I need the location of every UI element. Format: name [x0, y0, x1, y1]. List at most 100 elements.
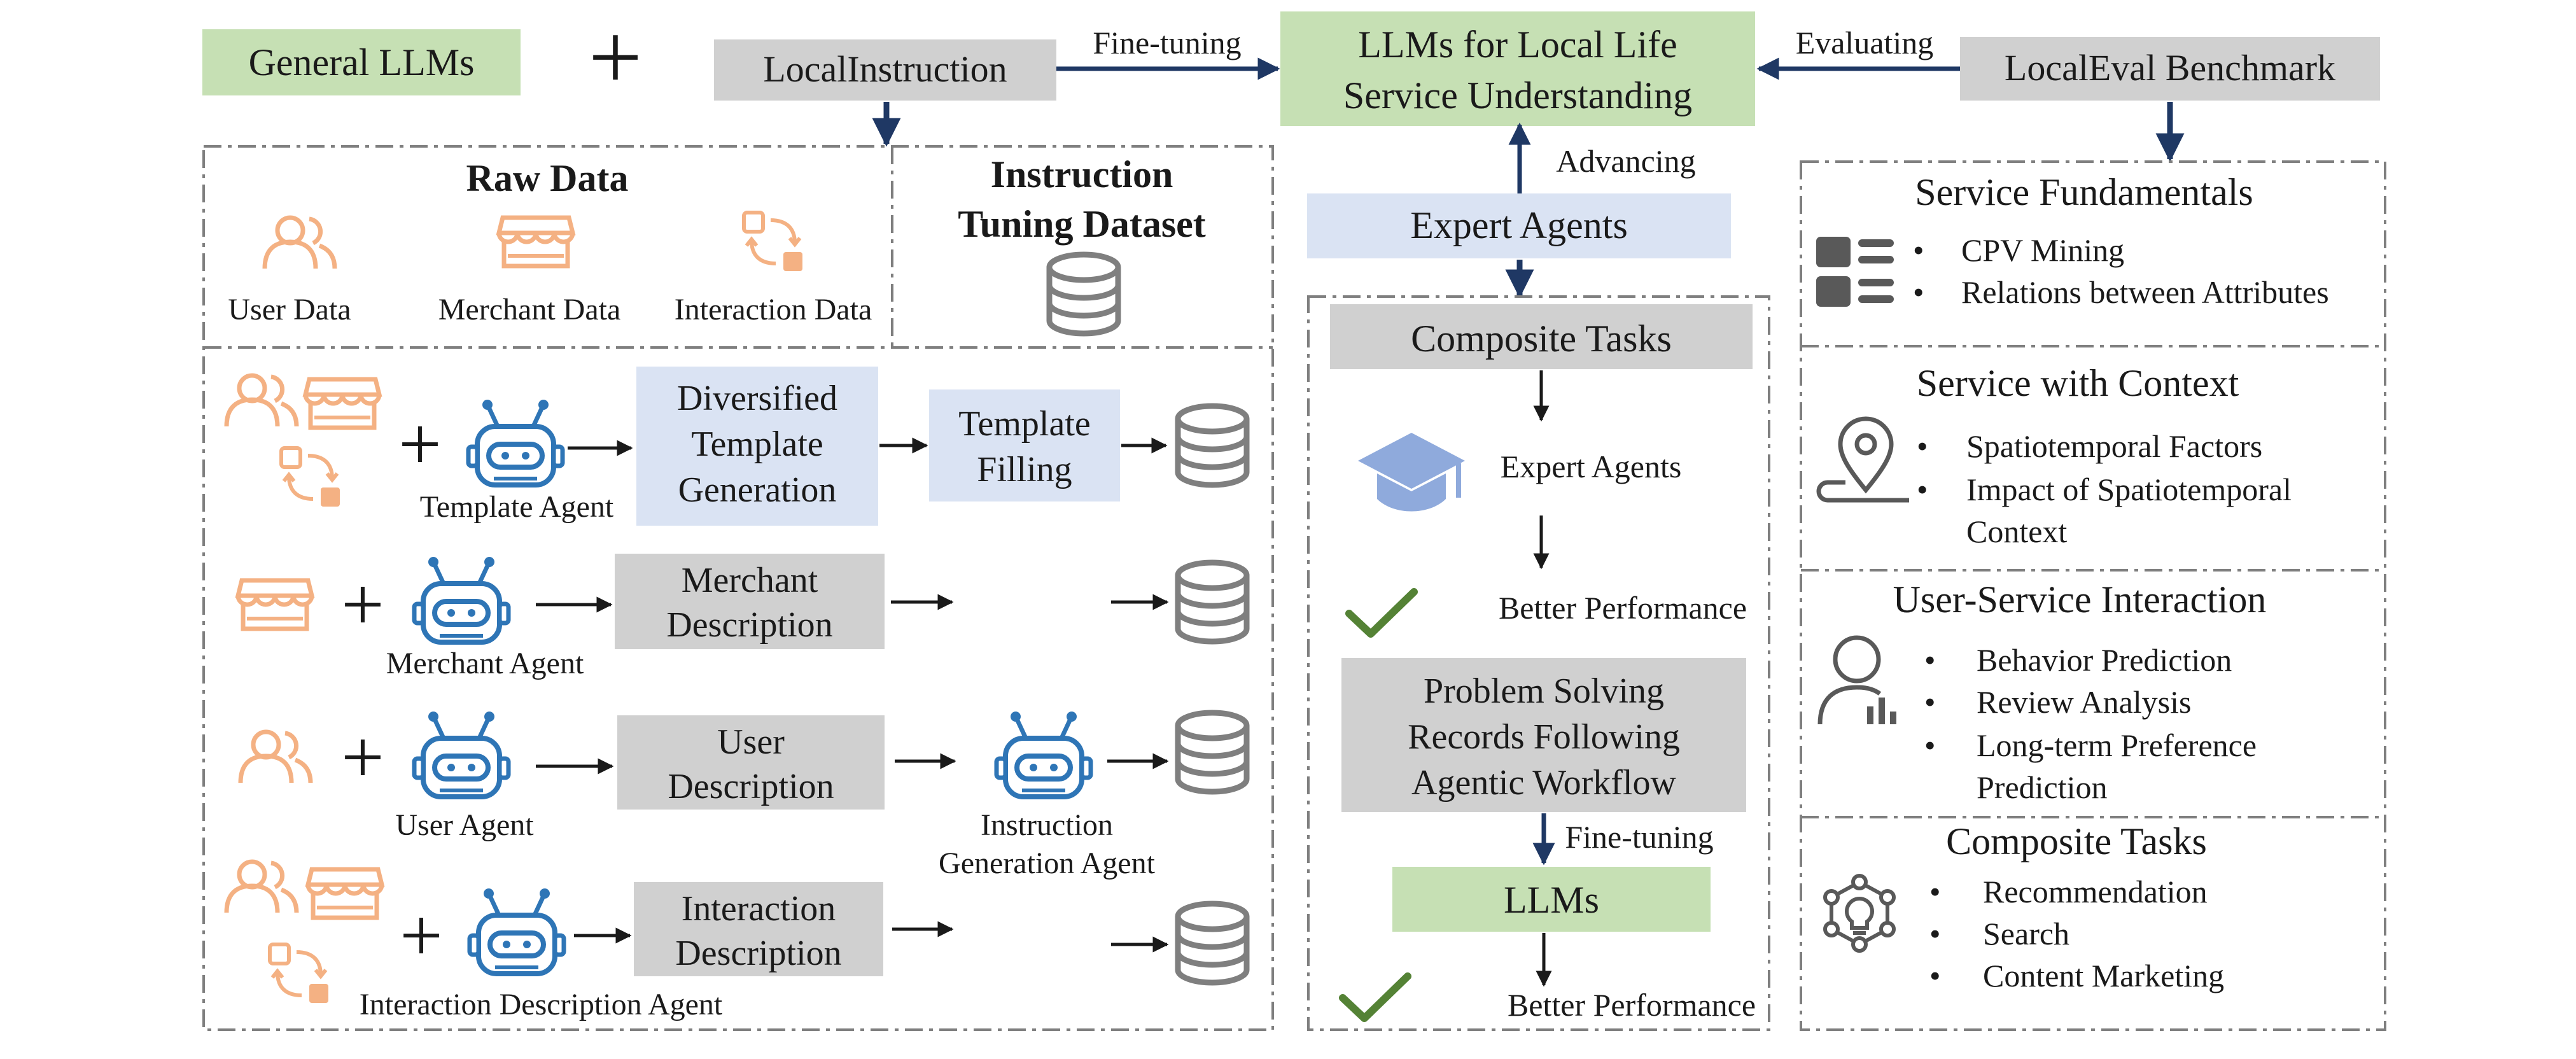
problem-line1: Problem Solving: [1424, 671, 1664, 711]
expert-agents-box-label: Expert Agents: [1410, 204, 1628, 246]
problem-line3: Agentic Workflow: [1411, 763, 1676, 803]
merchant-desc-line2: Description: [666, 605, 832, 645]
s4-bullet-3: •: [1929, 958, 1941, 993]
localeval-box: [1960, 37, 2380, 101]
merchant-data-icon: [499, 218, 573, 266]
interaction-data-icon: [744, 213, 802, 271]
llms-box: [1392, 867, 1711, 932]
row4-users-icon: [227, 862, 297, 913]
row1-users-icon: [227, 375, 297, 426]
local-instruction-label: LocalInstruction: [763, 48, 1007, 90]
instr-gen-line1: Instruction: [981, 808, 1113, 842]
user-data-icon: [265, 218, 335, 269]
s4-item-2: Search: [1983, 916, 2069, 951]
s3-item-3-line1: Long-term Preference: [1977, 727, 2257, 763]
s4-item-1: Recommendation: [1983, 874, 2208, 909]
s4-bullet-1: •: [1929, 874, 1941, 909]
network-lightbulb-icon: [1823, 874, 1896, 953]
merchant-description-box: [615, 554, 885, 649]
user-agent-label: User Agent: [395, 808, 534, 842]
composite-tasks-box: [1330, 304, 1753, 369]
left-panel-border: [202, 145, 1274, 1031]
row2-plus: +: [341, 562, 384, 647]
llms-local-life-line2: Service Understanding: [1343, 74, 1692, 116]
merchant-agent-icon: [414, 557, 508, 642]
template-filling-box: [929, 389, 1120, 501]
right-panel-border: [1800, 160, 2386, 1031]
s3-item-1: Behavior Prediction: [1977, 642, 2232, 678]
row1-database-icon: [1178, 406, 1247, 485]
s2-bullet-1: •: [1917, 428, 1928, 464]
row2-database-icon: [1178, 563, 1247, 642]
user-description-box: [617, 715, 885, 810]
location-pin-icon: [1816, 416, 1909, 503]
composite-tasks-title: Composite Tasks: [1946, 820, 2207, 862]
expert-agents-box: [1307, 193, 1731, 258]
template-agent-icon: [468, 400, 563, 485]
composite-tasks-label: Composite Tasks: [1411, 318, 1672, 360]
expert-agents-label: Expert Agents: [1501, 449, 1682, 484]
merchant-agent-label: Merchant Agent: [386, 647, 584, 680]
user-desc-line1: User: [717, 722, 785, 762]
graduation-cap-icon: [1358, 433, 1465, 512]
s1-bullet-2: •: [1913, 274, 1924, 310]
llms-local-life-line1: LLMs for Local Life: [1358, 24, 1677, 66]
user-desc-line2: Description: [668, 767, 834, 806]
row3-users-icon: [241, 732, 311, 783]
s2-bullet-2: •: [1917, 472, 1928, 507]
llms-local-life-box: [1280, 11, 1755, 126]
user-agent-icon: [414, 712, 508, 797]
row1-shop-icon: [305, 379, 379, 428]
interaction-agent-label: Interaction Description Agent: [360, 988, 723, 1021]
check-icon-2: [1343, 976, 1408, 1018]
s2-item-2-line1: Impact of Spatiotemporal: [1966, 472, 2292, 507]
advancing-label: Advancing: [1556, 143, 1695, 179]
s3-item-2: Review Analysis: [1977, 684, 2191, 720]
diversified-line2: Template: [691, 424, 823, 464]
s4-item-3: Content Marketing: [1983, 958, 2224, 993]
row4-database-icon: [1178, 904, 1247, 983]
check-icon: [1349, 592, 1414, 634]
interaction-description-agent-icon: [470, 888, 564, 974]
llms-label: LLMs: [1504, 879, 1599, 921]
dataset-title-line1: Instruction: [991, 153, 1173, 195]
problem-line2: Records Following: [1408, 717, 1680, 757]
diversified-line1: Diversified: [677, 379, 837, 418]
instr-gen-line2: Generation Agent: [939, 846, 1156, 880]
s3-bullet-1: •: [1924, 642, 1936, 678]
general-llms-label: General LLMs: [249, 41, 475, 83]
interaction-desc-line2: Description: [675, 934, 841, 973]
interaction-description-box: [634, 882, 883, 976]
row4-shop-icon: [308, 869, 382, 918]
dataset-title-line2: Tuning Dataset: [958, 203, 1206, 245]
row2-shop-icon: [238, 580, 312, 629]
raw-data-title: Raw Data: [466, 157, 629, 199]
interaction-data-label: Interaction Data: [675, 293, 872, 326]
mid-fine-tuning-label: Fine-tuning: [1565, 819, 1713, 855]
row1-interaction-icon: [281, 448, 340, 507]
s4-bullet-2: •: [1929, 916, 1941, 951]
general-llms-box: [202, 29, 521, 95]
template-agent-label: Template Agent: [420, 490, 614, 524]
localeval-label: LocalEval Benchmark: [2005, 47, 2335, 88]
s3-bullet-2: •: [1924, 684, 1936, 720]
diversified-line3: Generation: [678, 470, 837, 510]
row1-plus: +: [398, 402, 442, 486]
service-context-title: Service with Context: [1917, 362, 2239, 404]
merchant-data-label: Merchant Data: [438, 293, 621, 326]
user-data-label: User Data: [228, 293, 351, 326]
merchant-desc-line1: Merchant: [682, 561, 818, 600]
local-instruction-box: [714, 39, 1056, 101]
s2-item-1: Spatiotemporal Factors: [1966, 428, 2262, 464]
user-service-title: User-Service Interaction: [1893, 579, 2267, 621]
s1-item-2: Relations between Attributes: [1961, 274, 2329, 310]
row3-database-icon: [1178, 713, 1247, 792]
s1-item-1: CPV Mining: [1961, 232, 2124, 268]
evaluating-label: Evaluating: [1796, 25, 1934, 60]
row4-plus: +: [400, 893, 443, 978]
middle-panel-border: [1307, 295, 1770, 1031]
plus-sign: +: [589, 4, 643, 110]
service-fundamentals-title: Service Fundamentals: [1915, 171, 2253, 213]
